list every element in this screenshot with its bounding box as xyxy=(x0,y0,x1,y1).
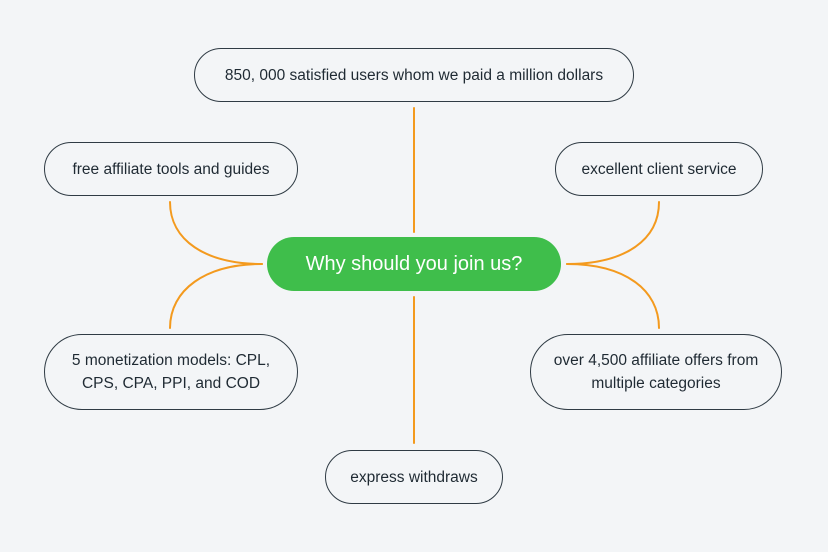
benefit-affiliate-tools: free affiliate tools and guides xyxy=(44,142,298,196)
benefit-client-service: excellent client service xyxy=(555,142,763,196)
connector-top-left xyxy=(169,201,263,265)
central-topic: Why should you join us? xyxy=(267,237,561,291)
connector-top-right xyxy=(566,201,660,265)
connector-bottom-right xyxy=(566,263,660,329)
benefit-express-withdraws: express withdraws xyxy=(325,450,503,504)
connector-bottom-left xyxy=(169,263,263,329)
benefit-monetization-models: 5 monetization models: CPL, CPS, CPA, PP… xyxy=(44,334,298,410)
benefit-affiliate-offers: over 4,500 affiliate offers from multipl… xyxy=(530,334,782,410)
benefit-satisfied-users: 850, 000 satisfied users whom we paid a … xyxy=(194,48,634,102)
